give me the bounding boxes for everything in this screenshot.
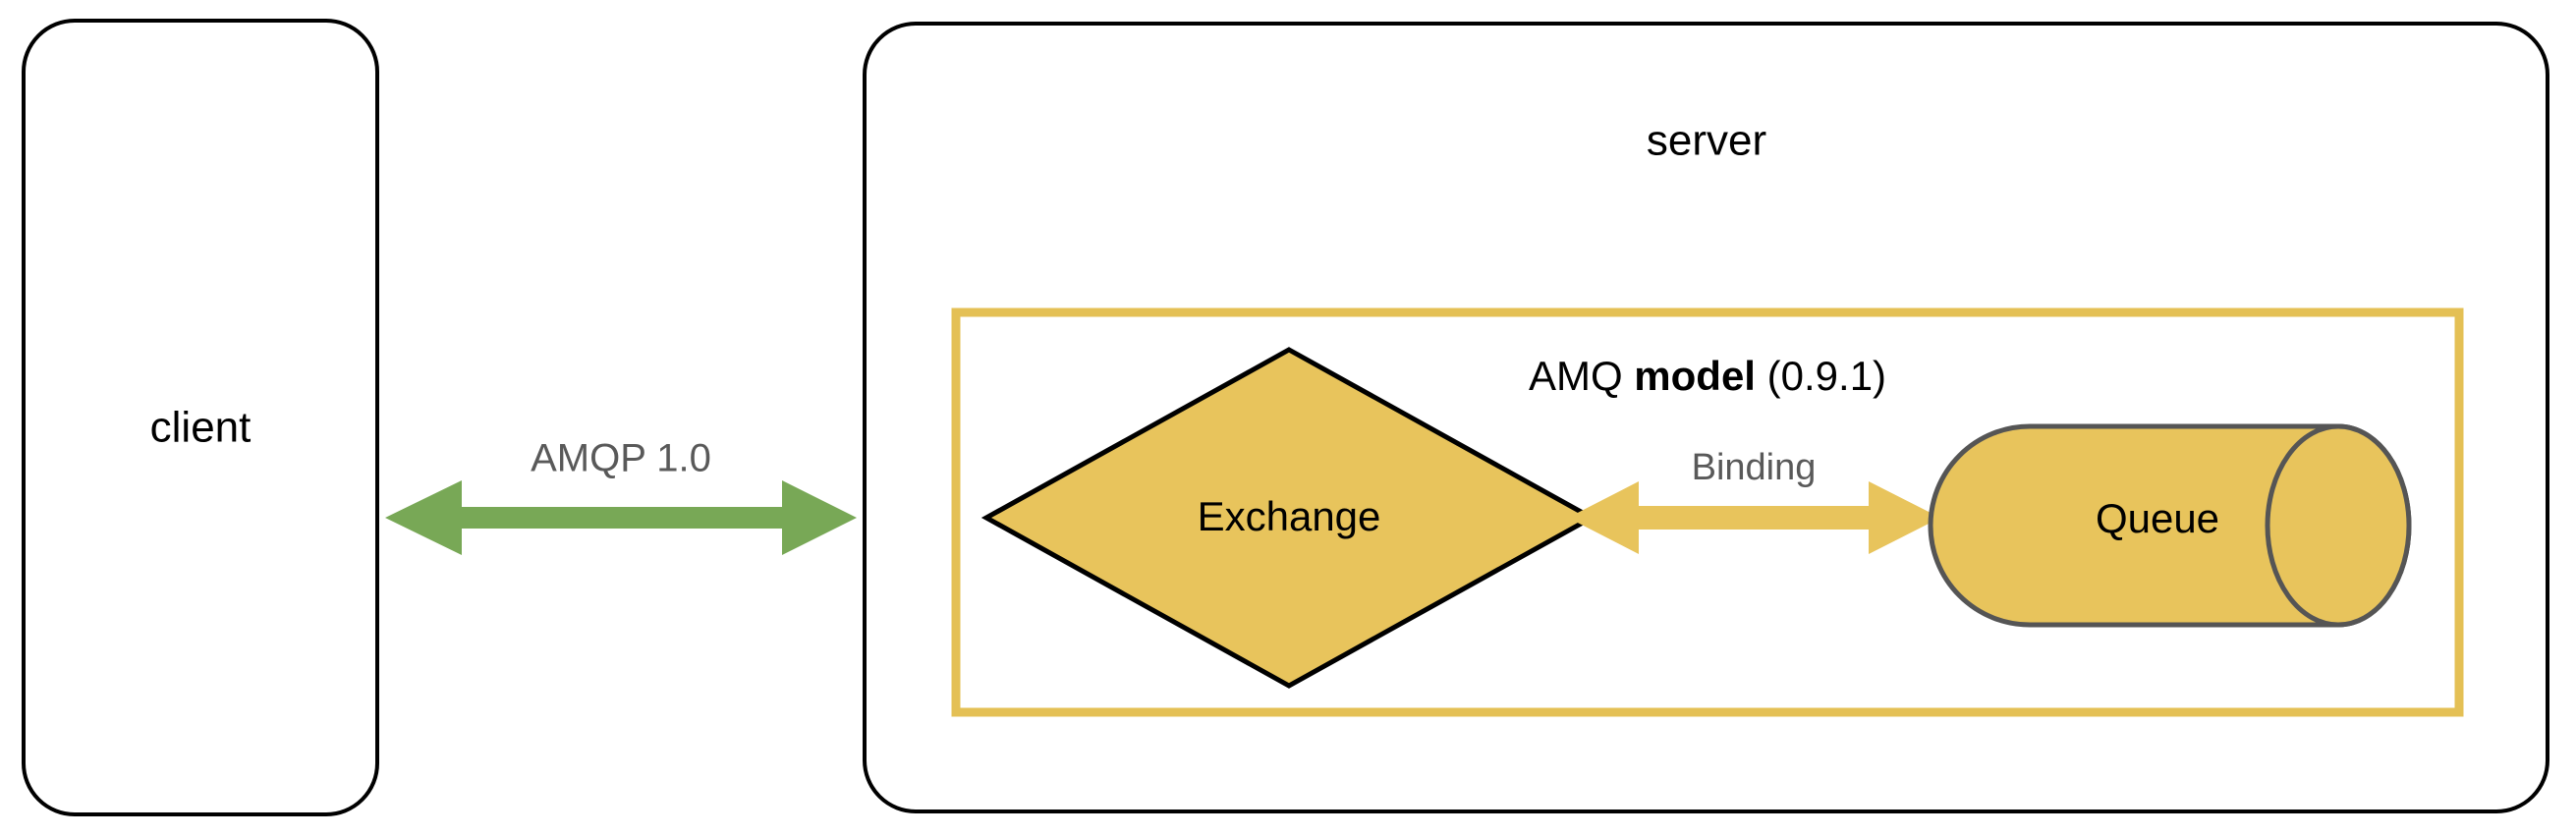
amq-model-title: AMQ model (0.9.1) [1529, 353, 1886, 399]
queue-node-group[interactable]: Queue [1928, 423, 2412, 628]
amqp-connection-group[interactable]: AMQP 1.0 [385, 437, 857, 555]
binding-arrow[interactable] [1568, 481, 1940, 554]
binding-connection-group[interactable]: Binding [1568, 447, 1940, 554]
amq-model-box[interactable] [951, 307, 2464, 717]
exchange-diamond[interactable] [980, 347, 1597, 689]
amqp-arrow[interactable] [385, 480, 857, 555]
queue-label: Queue [2096, 495, 2219, 541]
client-label: client [150, 404, 252, 452]
amq-model-title-bold: model [1634, 353, 1756, 399]
binding-label: Binding [1692, 447, 1817, 488]
amq-model-title-suffix: (0.9.1) [1756, 353, 1886, 399]
exchange-node-group[interactable]: Exchange [980, 347, 1597, 689]
amqp-label: AMQP 1.0 [531, 437, 711, 480]
amq-model-title-prefix: AMQ [1529, 353, 1634, 399]
server-label: server [1647, 117, 1766, 165]
queue-cylinder-cap [2265, 423, 2412, 628]
amq-model-box-group[interactable]: AMQ model (0.9.1) [951, 307, 2464, 717]
exchange-label: Exchange [1198, 493, 1381, 539]
client-box-group[interactable]: client [22, 19, 379, 816]
client-box[interactable] [22, 19, 379, 816]
server-box-group[interactable]: server [863, 22, 2549, 813]
